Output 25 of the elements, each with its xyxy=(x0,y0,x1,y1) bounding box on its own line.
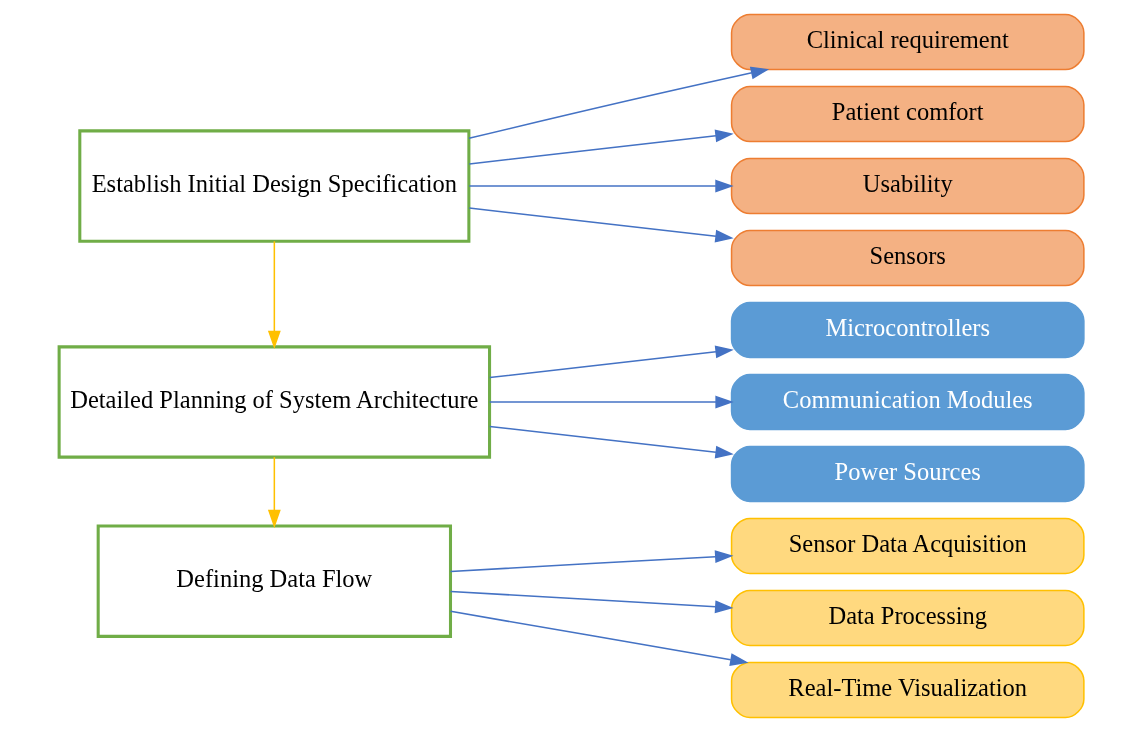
arrow xyxy=(267,456,281,529)
arrow xyxy=(449,550,734,573)
node-box: Microcontrollers xyxy=(730,301,1085,359)
node-box: Detailed Planning of System Architecture xyxy=(57,345,492,459)
node-box: Power Sources xyxy=(730,445,1085,503)
arrow xyxy=(267,240,281,350)
arrow xyxy=(468,66,770,140)
node-box: Patient comfort xyxy=(730,85,1085,143)
arrow xyxy=(468,129,734,165)
node-box: Data Processing xyxy=(730,589,1085,647)
arrow xyxy=(488,345,734,379)
arrow xyxy=(488,425,734,459)
node-box: Communication Modules xyxy=(730,373,1085,431)
arrow xyxy=(468,179,734,193)
arrow xyxy=(468,207,734,243)
node-box: Establish Initial Design Specification xyxy=(78,129,471,243)
node-box: Sensor Data Acquisition xyxy=(730,517,1085,575)
node-box: Sensors xyxy=(730,229,1085,287)
arrow xyxy=(488,395,734,409)
node-box: Defining Data Flow xyxy=(96,524,452,638)
node-box: Clinical requirement xyxy=(730,13,1085,71)
arrow xyxy=(449,590,734,614)
node-box: Usability xyxy=(730,157,1085,215)
node-box: Real-Time Visualization xyxy=(730,661,1085,719)
arrow xyxy=(449,610,749,666)
